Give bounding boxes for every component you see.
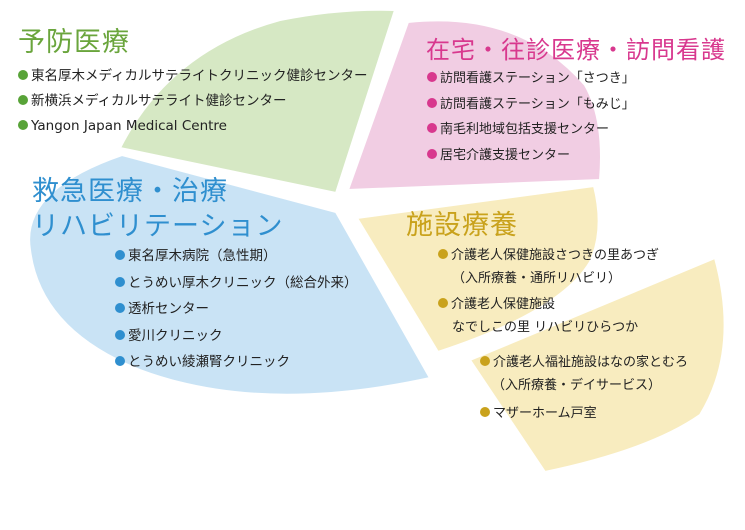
bullet-dot-icon <box>480 356 490 366</box>
list-item: マザーホーム戸室 <box>480 402 688 425</box>
bullet-dot-icon <box>18 120 28 130</box>
list-item: 介護老人福祉施設はなの家とむろ （入所療養・デイサービス） <box>480 351 688 397</box>
list-item: 透析センター <box>115 296 358 323</box>
care-facility-list: 介護老人保健施設さつきの里あつぎ （入所療養・通所リハビリ） 介護老人保健施設 … <box>438 244 659 339</box>
wedge-care-facility <box>355 184 600 354</box>
prevention-title: 予防医療 <box>18 27 130 58</box>
bullet-dot-icon <box>115 303 125 313</box>
list-item: 訪問看護ステーション「さつき」 <box>427 66 635 92</box>
list-item: 愛川クリニック <box>115 323 358 350</box>
list-item: 東名厚木メディカルサテライトクリニック健診センター <box>18 64 368 89</box>
list-item-sub: （入所療養・通所リハビリ） <box>452 271 622 286</box>
list-item-sub: なでしこの里 リハビリひらつか <box>452 320 639 335</box>
bullet-dot-icon <box>480 407 490 417</box>
list-item: 東名厚木病院（急性期） <box>115 243 358 270</box>
list-item: 介護老人保健施設 なでしこの里 リハビリひらつか <box>438 293 659 339</box>
emergency-title-line-1: 救急医療・治療 <box>32 176 228 207</box>
bullet-dot-icon <box>438 249 448 259</box>
wedge-care-facility-sub <box>468 256 726 474</box>
care-facility-sub-list: 介護老人福祉施設はなの家とむろ （入所療養・デイサービス） マザーホーム戸室 <box>480 351 688 425</box>
list-item: 居宅介護支援センター <box>427 143 635 169</box>
list-item: 南毛利地域包括支援センター <box>427 117 635 143</box>
prevention-list: 東名厚木メディカルサテライトクリニック健診センター 新横浜メディカルサテライト健… <box>18 64 368 139</box>
bullet-dot-icon <box>115 250 125 260</box>
list-item: とうめい綾瀬腎クリニック <box>115 349 358 376</box>
wedge-prevention <box>118 8 397 195</box>
wedge-home-care <box>346 19 602 192</box>
bullet-dot-icon <box>427 97 437 108</box>
bullet-dot-icon <box>115 329 125 340</box>
list-item-sub: （入所療養・デイサービス） <box>492 378 662 393</box>
bullet-dot-icon <box>115 356 125 366</box>
emergency-list: 東名厚木病院（急性期） とうめい厚木クリニック（総合外来） 透析センター 愛川ク… <box>115 243 358 376</box>
bullet-dot-icon <box>18 95 28 105</box>
list-item: Yangon Japan Medical Centre <box>18 114 368 139</box>
bullet-dot-icon <box>115 276 125 287</box>
bullet-dot-icon <box>427 123 437 133</box>
home-care-list: 訪問看護ステーション「さつき」 訪問看護ステーション「もみじ」 南毛利地域包括支… <box>427 66 635 168</box>
wedge-emergency <box>28 153 432 396</box>
list-item: 介護老人保健施設さつきの里あつぎ （入所療養・通所リハビリ） <box>438 244 659 290</box>
bullet-dot-icon <box>18 70 28 80</box>
list-item: 新横浜メディカルサテライト健診センター <box>18 89 368 114</box>
list-item: 訪問看護ステーション「もみじ」 <box>427 92 635 118</box>
emergency-title-line-2: リハビリテーション <box>32 211 284 242</box>
bullet-dot-icon <box>427 72 437 82</box>
care-facility-title: 施設療養 <box>406 210 518 241</box>
home-care-title: 在宅・往診医療・訪問看護 <box>426 36 726 64</box>
emergency-title: 救急医療・治療 リハビリテーション <box>32 174 283 244</box>
bullet-dot-icon <box>427 148 437 159</box>
bullet-dot-icon <box>438 298 448 308</box>
list-item: とうめい厚木クリニック（総合外来） <box>115 270 358 297</box>
